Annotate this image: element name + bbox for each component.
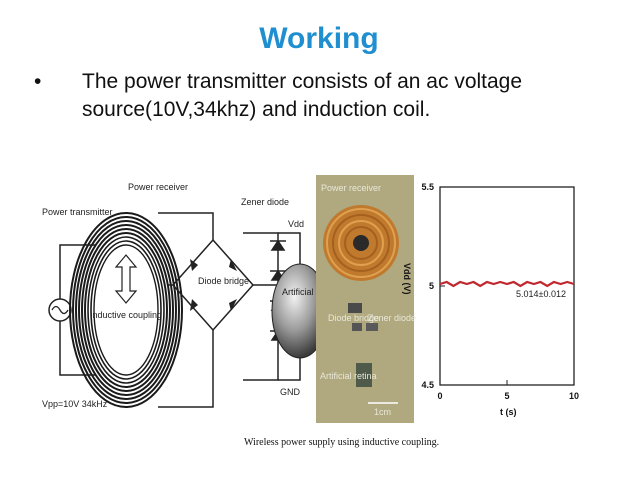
source-spec-label: Vpp=10V 34kHz — [42, 399, 108, 409]
vdd-series-line — [439, 280, 575, 288]
bullet-text: The power transmitter consists of an ac … — [82, 70, 523, 121]
y-tick-label: 5.5 — [421, 182, 434, 192]
induction-coil — [69, 212, 183, 408]
y-tick-label: 4.5 — [421, 380, 434, 390]
diode-bridge: Diode bridge — [168, 238, 278, 380]
photo-artificial-retina-label: Artificial retina — [320, 371, 377, 381]
ac-wave-icon — [51, 305, 69, 315]
diode-bridge-label: Diode bridge — [198, 276, 249, 286]
plot-ylabel: Vdd (V) — [402, 263, 412, 295]
receiver-wire — [158, 212, 214, 408]
vdd-label: Vdd — [288, 219, 304, 229]
zener-diode-label: Zener diode — [241, 197, 289, 207]
slide-title: Working — [259, 22, 379, 55]
artificial-retina-label: Artificial retina — [282, 287, 339, 297]
wireless-power-figure: Inductive coupling Power transmitter Pow… — [42, 175, 579, 448]
coupling-arrow-icon — [114, 254, 138, 304]
vdd-plot: Vdd (V) t (s) 5.014±0.012 5.5 5 4.50 5 10 — [402, 182, 579, 417]
device-photo: Power receiver Diode bridge Zener diode … — [316, 175, 416, 423]
photo-scale-label: 1cm — [374, 407, 391, 417]
gnd-label: GND — [280, 387, 301, 397]
y-tick-label: 5 — [429, 281, 434, 291]
x-tick-label: 10 — [569, 391, 579, 401]
x-tick-label: 0 — [437, 391, 442, 401]
vdd-gnd-rails — [278, 232, 301, 381]
circuit-diagram: Inductive coupling Power transmitter Pow… — [42, 182, 339, 409]
photo-diode-bridge-label: Diode bridge — [328, 313, 379, 323]
x-tick-label: 5 — [504, 391, 509, 401]
bullet-symbol: • — [34, 70, 42, 93]
power-receiver-label: Power receiver — [128, 182, 188, 192]
plot-frame — [439, 186, 575, 386]
figure-caption: Wireless power supply using inductive co… — [244, 437, 439, 448]
plot-annotation: 5.014±0.012 — [516, 289, 566, 299]
plot-xlabel: t (s) — [500, 407, 517, 417]
power-transmitter-label: Power transmitter — [42, 207, 113, 217]
photo-power-receiver-label: Power receiver — [321, 183, 381, 193]
inductive-coupling-label: Inductive coupling — [90, 310, 162, 320]
photo-zener-diode-label: Zener diode — [368, 313, 416, 323]
